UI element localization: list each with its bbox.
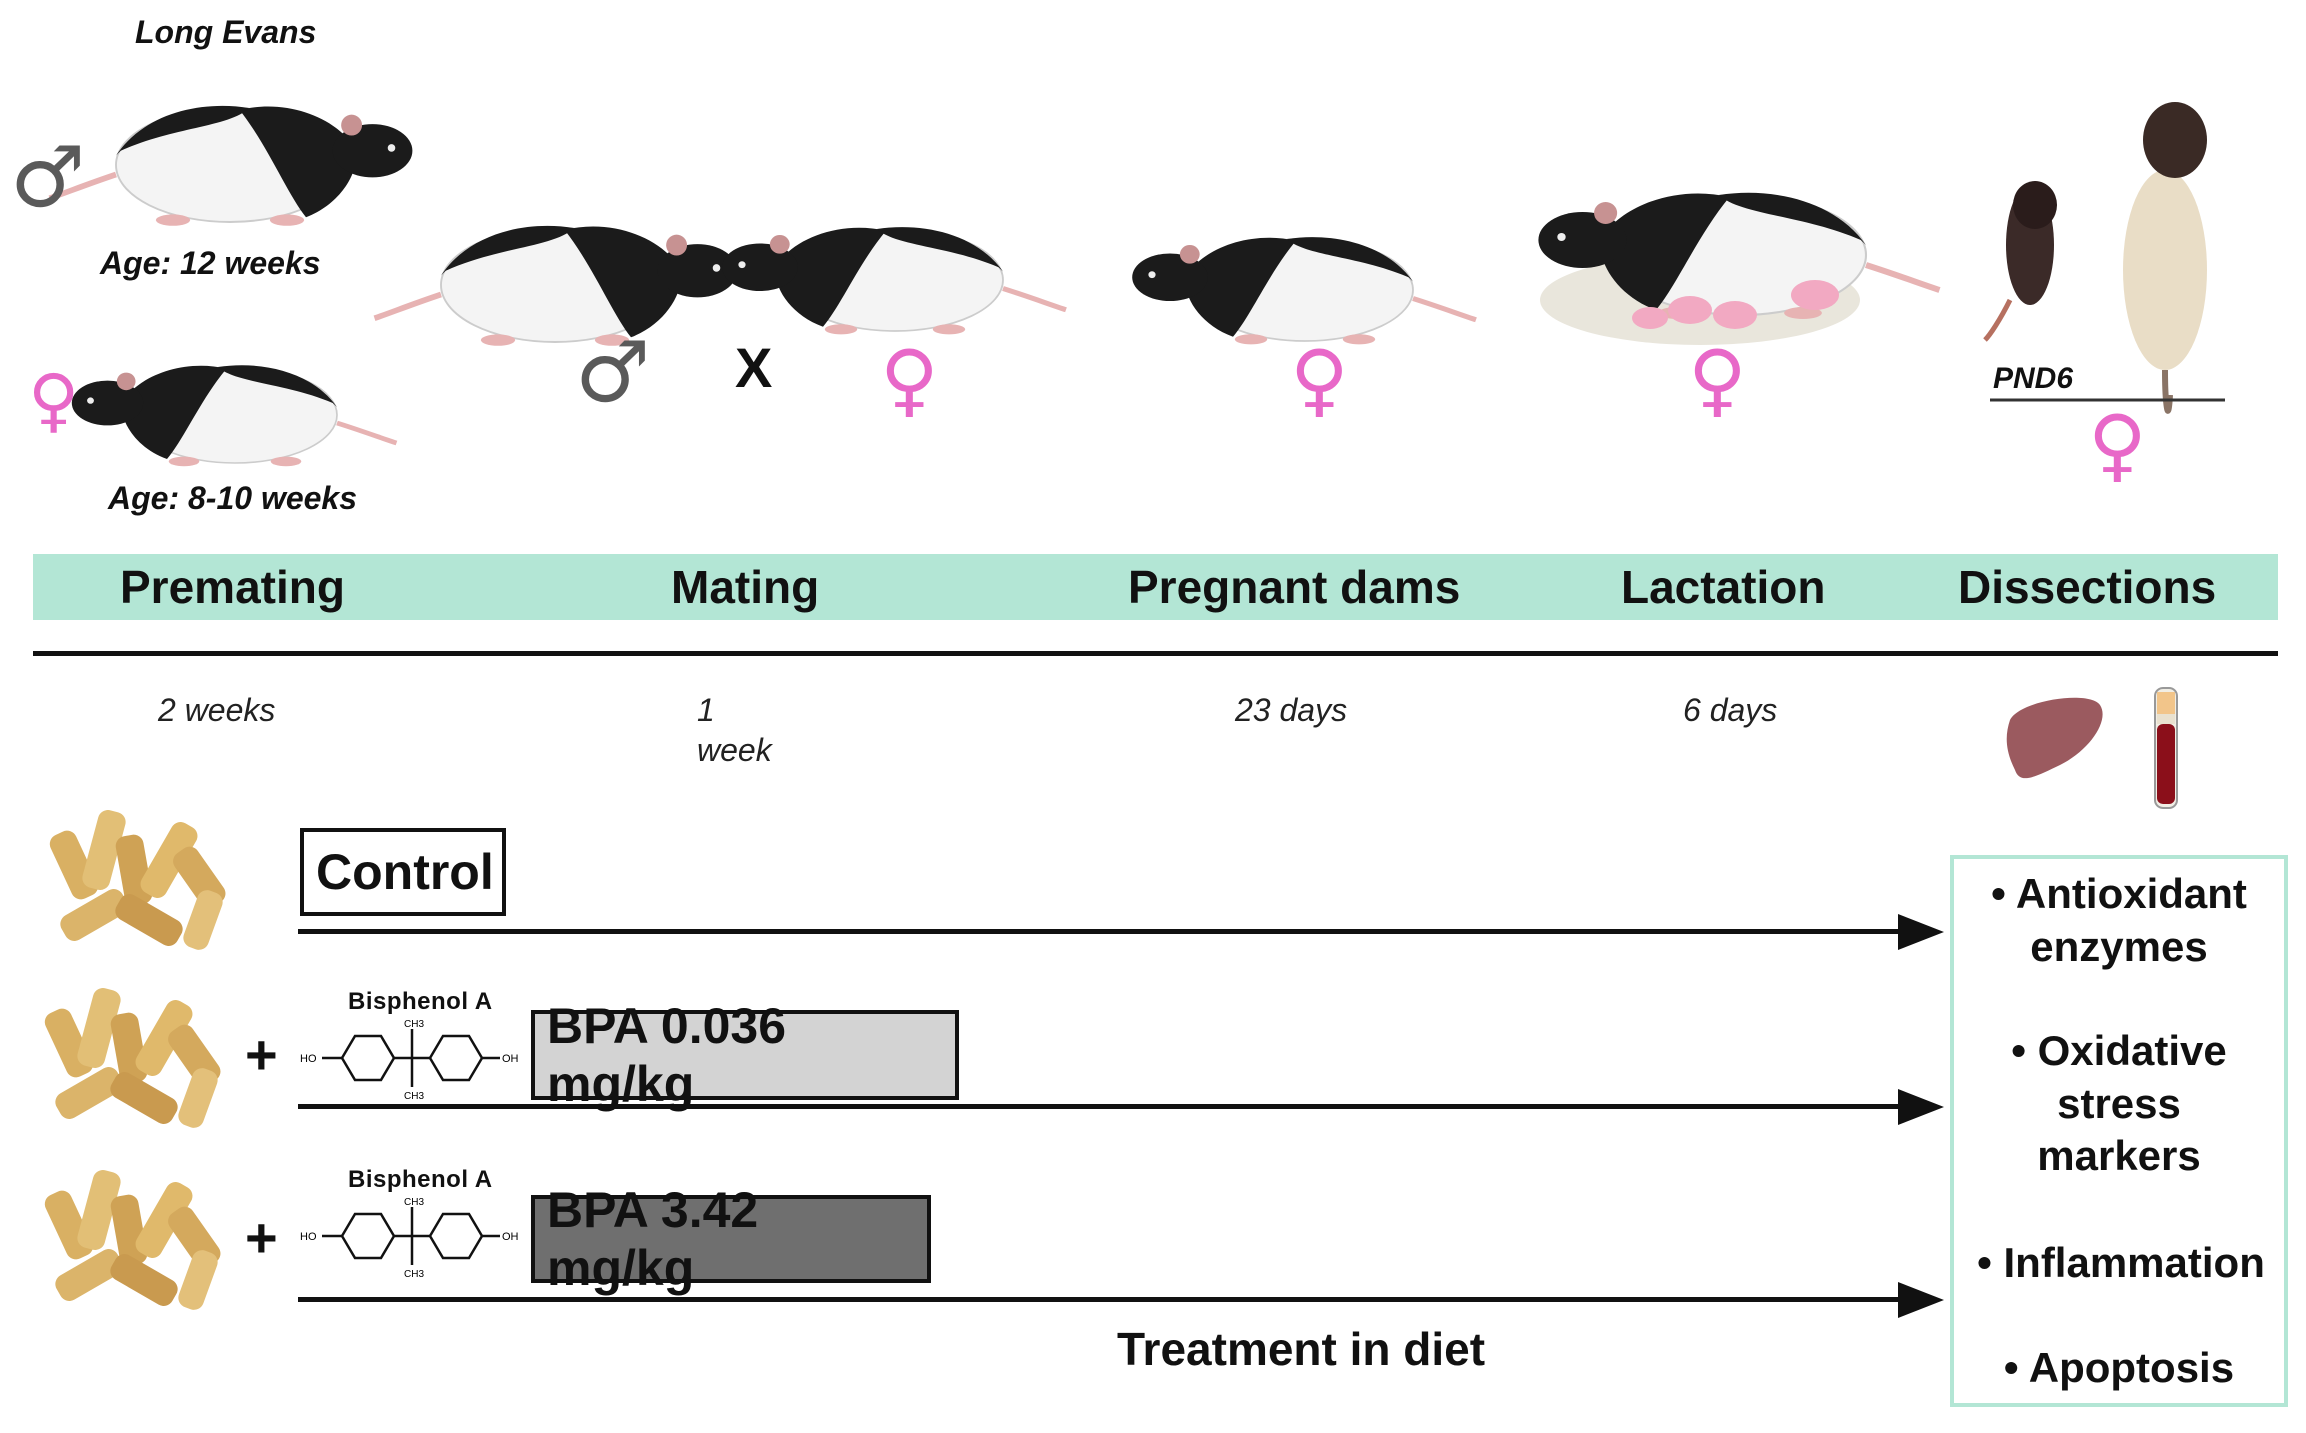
female-symbol-founder: ♀ [28, 359, 80, 441]
outcome-apoptosis: • Apoptosis [2003, 1344, 2235, 1391]
founder-female-rat [72, 365, 397, 466]
outcome-line: Apoptosis [2028, 1344, 2235, 1391]
treatment-caption: Treatment in diet [1117, 1323, 1486, 1375]
plus-sign-bpa-low: + [245, 1023, 278, 1086]
arrow-bpa-high-head [1898, 1282, 1944, 1318]
treatment-bpa-high-box: BPA 3.42 mg/kg [531, 1182, 931, 1296]
oh-label-low: OH [502, 1053, 519, 1065]
bpa-name-low: Bisphenol A [348, 988, 493, 1015]
ch3-top-low: CH3 [404, 1019, 424, 1030]
treatment-bpa-high-label: BPA 3.42 mg/kg [547, 1182, 759, 1296]
duration-premating: 2 weeks [158, 692, 276, 728]
dissection-rat [2123, 102, 2207, 414]
stage-mating: Mating [671, 561, 820, 613]
pellets-bpa-low [41, 985, 225, 1131]
outcome-line: Antioxidant [2015, 870, 2247, 917]
outcome-line: stress [2057, 1079, 2181, 1127]
outcome-antioxidant-enzymes: • Antioxidant enzymes [1958, 868, 2280, 973]
stage-dissections: Dissections [1958, 561, 2217, 613]
food-pellets [41, 810, 230, 1313]
male-age-label: Age: 12 weeks [100, 245, 321, 281]
plus-sign-bpa-high: + [245, 1206, 278, 1269]
treatment-bpa-low-label: BPA 0.036 mg/kg [547, 998, 787, 1112]
male-symbol-founder: ♂ [10, 128, 86, 226]
female-symbol-offspring: ♀ [2088, 398, 2147, 491]
stage-band [33, 554, 2278, 620]
outcome-line: enzymes [2030, 922, 2208, 970]
duration-mating-unit: week [697, 732, 772, 768]
mating-female-rat [722, 227, 1066, 334]
bpa-structure-low: HO OH CH3 CH3 [300, 1019, 519, 1102]
bpa-name-high: Bisphenol A [348, 1166, 493, 1193]
treatment-control-label: Control [316, 844, 494, 900]
pregnant-dam-rat [1132, 237, 1476, 344]
mating-male-rat [375, 226, 738, 346]
outcome-inflammation: • Inflammation [1977, 1239, 2265, 1286]
treatment-bpa-low-box: BPA 0.036 mg/kg [531, 998, 959, 1112]
outcomes-box [1950, 855, 2288, 1407]
lactating-dam-with-pups [1538, 193, 1939, 345]
outcome-line: markers [2037, 1132, 2201, 1179]
pellets-bpa-high [41, 1167, 225, 1313]
arrow-bpa-high-line [298, 1297, 1903, 1302]
ch3-top-high: CH3 [404, 1197, 424, 1208]
female-symbol-pregnant: ♀ [1290, 333, 1349, 426]
duration-mating-value: 1 [697, 692, 715, 728]
outcome-line: Oxidative [2037, 1027, 2227, 1074]
timeline-divider [33, 651, 2278, 656]
cross-symbol: X [735, 336, 773, 399]
female-symbol-lactation: ♀ [1688, 333, 1747, 426]
female-age-label: Age: 8-10 weeks [108, 480, 358, 516]
rat-illustrations [0, 102, 2225, 545]
oh-label-high: OH [502, 1231, 519, 1243]
ho-label-low: HO [300, 1053, 317, 1065]
outcome-line: Inflammation [2003, 1239, 2265, 1286]
pellets-control [46, 810, 230, 953]
founder-male-rat [49, 106, 412, 226]
duration-lactation: 6 days [1683, 692, 1778, 728]
arrow-control-head [1898, 914, 1944, 950]
ch3-bottom-high: CH3 [404, 1269, 424, 1280]
offspring-label: PND6 [1993, 362, 2074, 395]
stage-pregnant-dams: Pregnant dams [1128, 561, 1461, 613]
bpa-structure-high: HO OH CH3 CH3 [300, 1197, 519, 1280]
liver-icon [2006, 697, 2103, 779]
strain-label: Long Evans [135, 14, 317, 50]
arrow-bpa-low-head [1898, 1089, 1944, 1125]
pnd6-pup [1983, 181, 2057, 342]
ch3-bottom-low: CH3 [404, 1091, 424, 1102]
treatment-control-box: Control [300, 828, 506, 916]
stage-lactation: Lactation [1621, 561, 1826, 613]
stage-premating: Premating [120, 561, 345, 613]
blood-tube-icon [2154, 687, 2178, 809]
ho-label-high: HO [300, 1231, 317, 1243]
dissection-samples [2006, 687, 2178, 809]
female-symbol-mating: ♀ [880, 333, 939, 426]
male-symbol-mating: ♂ [575, 323, 651, 421]
outcome-oxidative-stress: • Oxidative stress markers [1958, 1025, 2280, 1183]
duration-pregnant: 23 days [1235, 692, 1348, 728]
arrow-bpa-low-line [298, 1104, 1903, 1109]
arrow-control-line [298, 929, 1903, 934]
